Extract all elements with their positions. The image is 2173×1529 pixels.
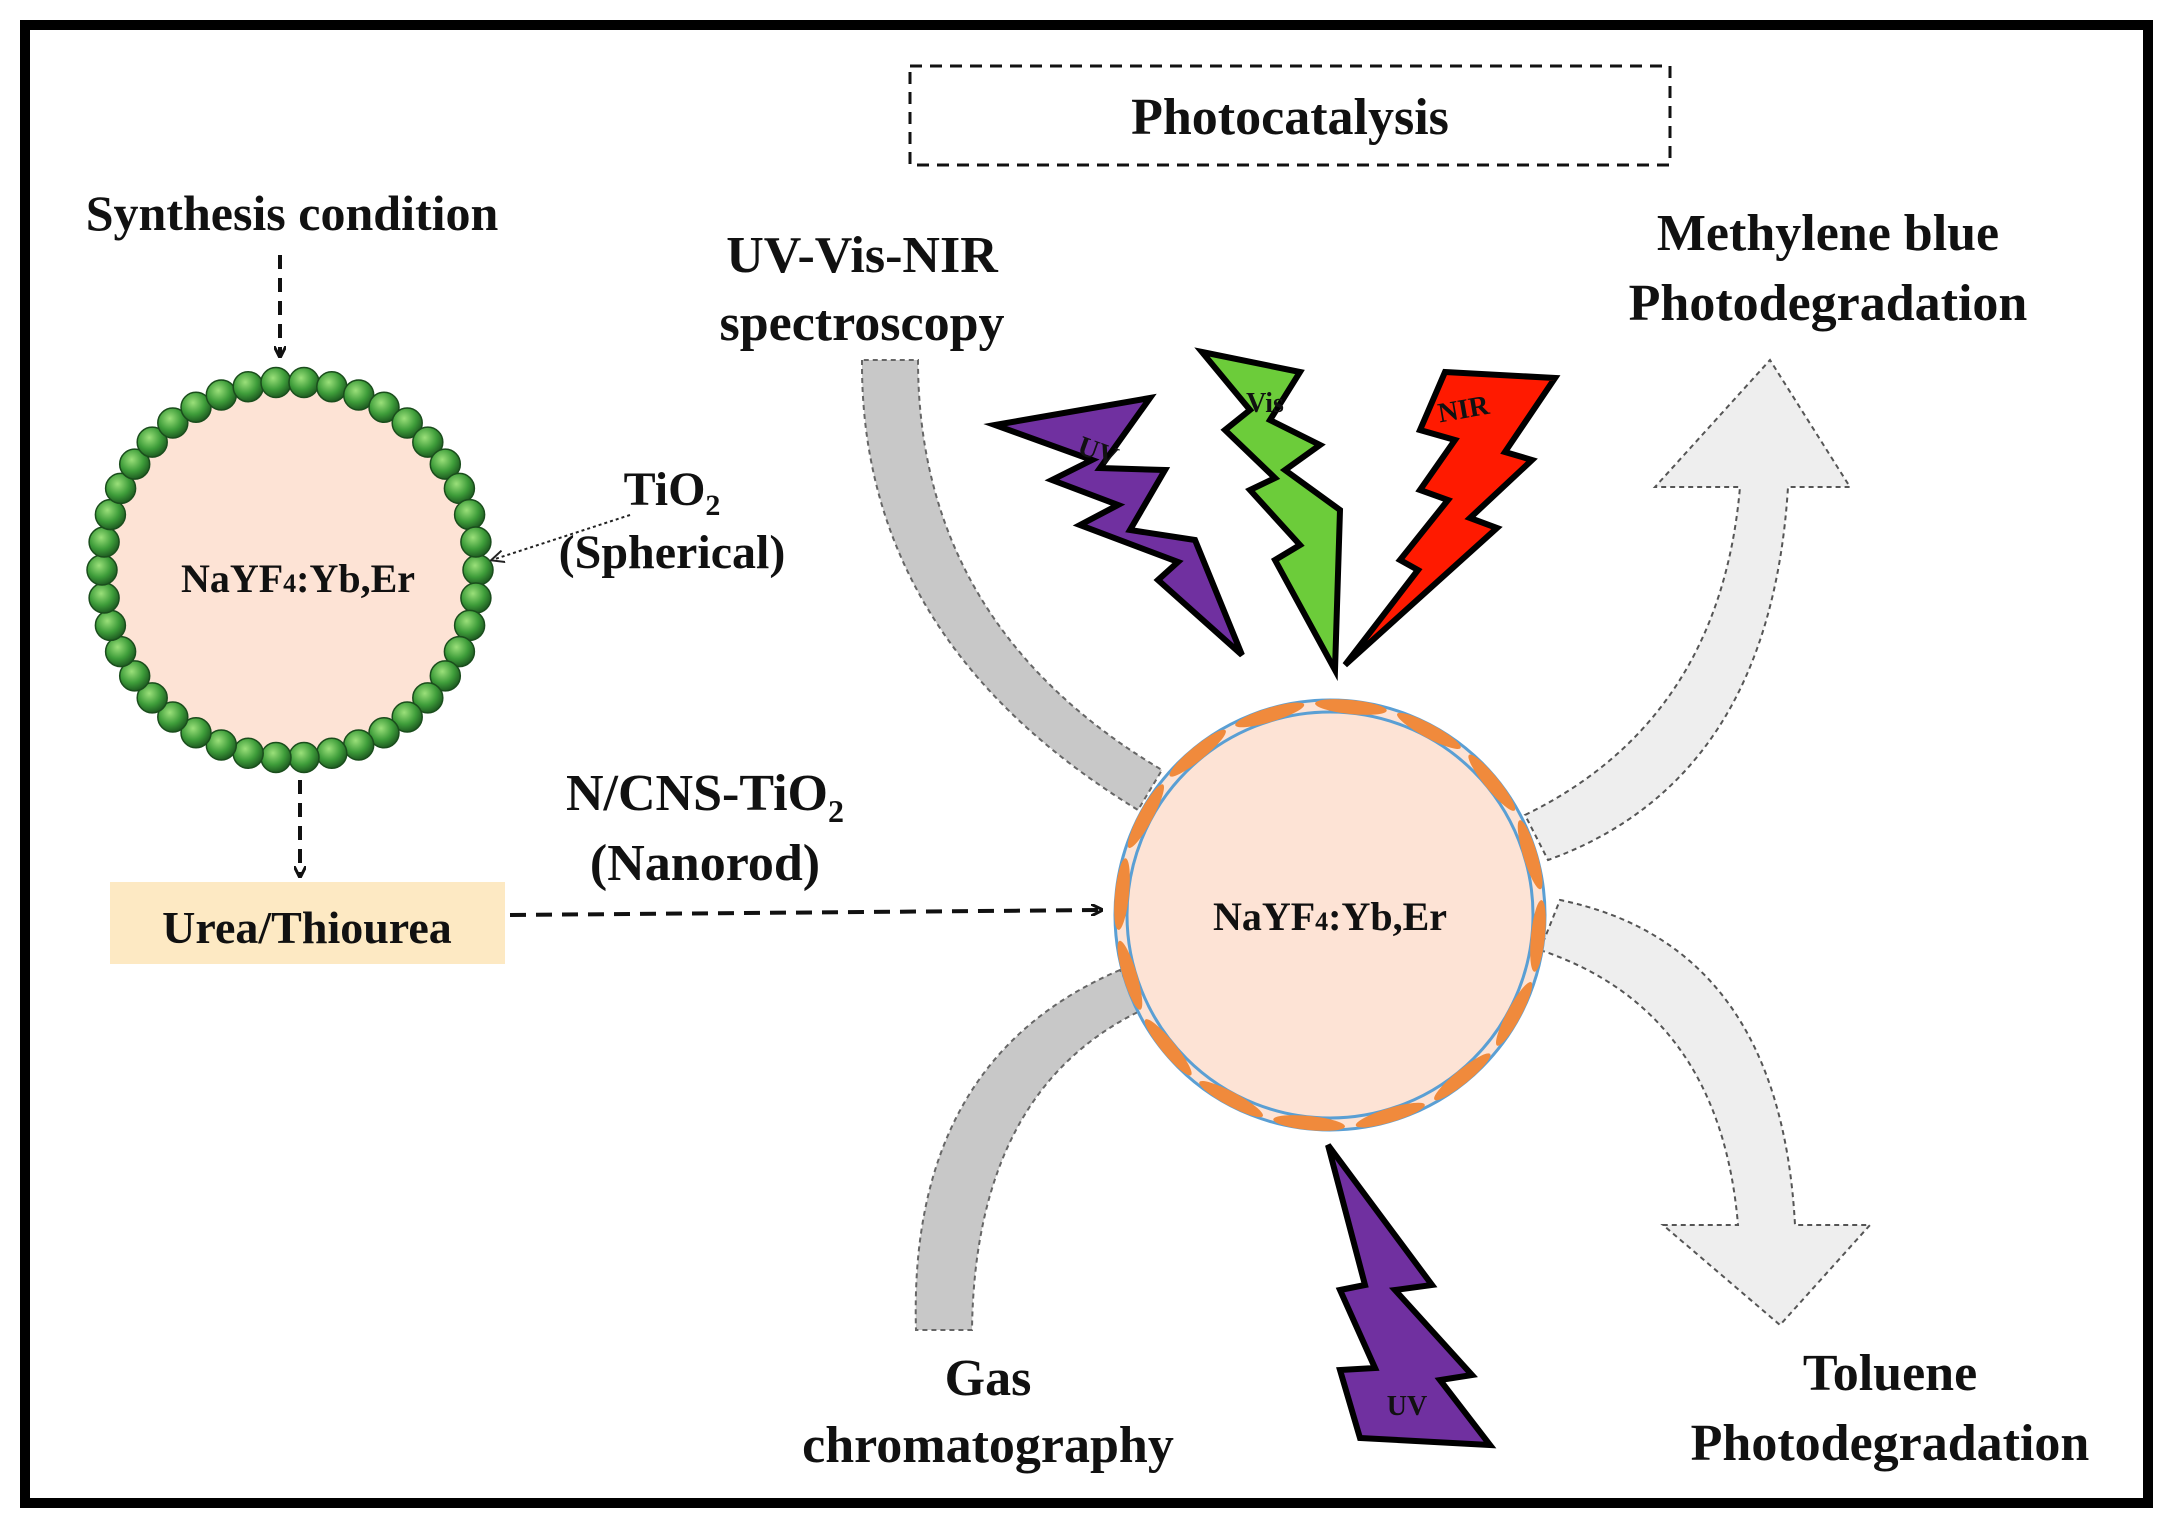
tio2-nanorod	[1169, 729, 1226, 777]
tio2-bead	[368, 717, 400, 749]
gc-label-line1: Gas	[945, 1350, 1032, 1407]
center-core-label: NaYF4:Yb,Er	[1213, 894, 1447, 939]
tio2-nanorod	[1114, 858, 1130, 930]
reagent-box: Urea/Thiourea	[110, 882, 505, 964]
spherical-label: (Spherical)	[559, 526, 786, 579]
tio2-bead	[460, 582, 492, 614]
nir-bolt: NIR	[1342, 368, 1561, 668]
tio2-bead	[412, 682, 444, 714]
tio2-bead	[443, 635, 476, 668]
tio2-spherical-shell	[86, 366, 494, 774]
left-core-label: NaYF4:Yb,Er	[181, 556, 415, 601]
tio2-bead	[104, 472, 137, 505]
vis-bolt-shape	[1194, 347, 1344, 682]
tio2-nanorod	[1434, 1053, 1491, 1101]
tio2-bead	[316, 370, 348, 403]
tio2-bead	[136, 682, 168, 714]
photocatalysis-title: Photocatalysis	[1131, 89, 1449, 146]
tio2-bead	[260, 741, 292, 774]
synthesis-condition-label: Synthesis condition	[86, 185, 499, 241]
tio2-nanorod	[1235, 702, 1305, 728]
methylene-blue-label-line1: Methylene blue	[1657, 205, 1999, 262]
tio2-bead	[288, 366, 320, 399]
methylene-blue-arrow	[1523, 358, 1852, 862]
tio2-bead	[453, 498, 486, 531]
gas-chromatography-arc	[914, 968, 1144, 1331]
tio2-bead	[88, 582, 120, 614]
tio2-bead	[368, 391, 400, 423]
vis-bolt-label: Vis	[1246, 388, 1284, 419]
tio2-bead	[429, 660, 462, 692]
nanorod-shape-label: (Nanorod)	[590, 835, 820, 892]
tio2-bead	[288, 741, 320, 774]
nanorod-shell	[1114, 699, 1546, 1131]
spectroscopy-arc	[860, 359, 1164, 812]
tio2-pointer-line	[492, 514, 631, 560]
tio2-nanorod	[1315, 699, 1387, 715]
vis-bolt: Vis	[1194, 347, 1344, 682]
tio2-bead	[88, 526, 120, 558]
uv-bolt-shape	[983, 393, 1245, 658]
core-shell-particle-spherical: NaYF4:Yb,Er	[86, 366, 494, 774]
tio2-bead	[118, 448, 151, 480]
conversion-arrow	[509, 910, 1100, 917]
photocatalysis-box	[908, 64, 1672, 167]
toluene-label-line1: Toluene	[1803, 1345, 1977, 1402]
uv-bolt-bottom-label: UV	[1387, 1391, 1427, 1422]
tio2-bead	[316, 737, 348, 770]
tio2-bead	[460, 526, 492, 558]
tio2-bead	[180, 391, 212, 423]
tio2-label: TiO2	[624, 463, 721, 522]
tio2-nanorod	[1199, 1081, 1263, 1118]
spectroscopy-label-line2: spectroscopy	[719, 295, 1004, 352]
uv-bolt-top: UV	[983, 393, 1245, 658]
gc-label-line2: chromatography	[802, 1417, 1174, 1474]
tio2-nanorod	[1517, 820, 1543, 890]
nir-bolt-shape	[1342, 368, 1561, 668]
tio2-bead	[342, 379, 375, 411]
tio2-nanorod	[1144, 1019, 1192, 1076]
tio2-nanorod	[1496, 982, 1533, 1046]
spectroscopy-label-line1: UV-Vis-NIR	[726, 227, 999, 284]
reagent-box-bg	[110, 882, 505, 964]
tio2-bead	[157, 701, 189, 733]
center-shell-outline-inner	[1125, 710, 1535, 1120]
core-shell-particle-nanorod: NaYF4:Yb,Er	[1113, 698, 1547, 1132]
tio2-bead	[429, 448, 462, 480]
tio2-bead	[94, 609, 127, 642]
tio2-bead	[462, 554, 494, 586]
tio2-nanorod	[1468, 754, 1516, 811]
uv-bolt-bottom: UV	[1325, 1143, 1497, 1449]
tio2-bead	[232, 737, 264, 770]
tio2-bead	[180, 717, 212, 749]
tio2-bead	[232, 370, 264, 403]
tio2-bead	[86, 554, 118, 586]
uv-bolt-bottom-shape	[1325, 1143, 1497, 1449]
tio2-bead	[391, 701, 423, 733]
left-core	[110, 390, 470, 750]
tio2-bead	[118, 660, 151, 692]
tio2-nanorod	[1273, 1115, 1345, 1131]
tio2-nanorod	[1530, 900, 1546, 972]
tio2-bead	[342, 729, 375, 761]
tio2-bead	[157, 407, 189, 439]
tio2-bead	[412, 426, 444, 458]
toluene-label-line2: Photodegradation	[1691, 1415, 2090, 1472]
nanorod-label: N/CNS-TiO2	[566, 765, 844, 829]
tio2-bead	[136, 426, 168, 458]
tio2-nanorod	[1397, 712, 1461, 749]
tio2-nanorod	[1127, 784, 1164, 848]
methylene-blue-label-line2: Photodegradation	[1629, 275, 2028, 332]
tio2-nanorod	[1355, 1102, 1425, 1128]
tio2-nanorod	[1117, 940, 1143, 1010]
toluene-arrow	[1538, 898, 1873, 1327]
tio2-bead	[205, 379, 238, 411]
tio2-bead	[260, 366, 292, 399]
photocatalysis-header: Photocatalysis	[908, 64, 1672, 167]
tio2-bead	[391, 407, 423, 439]
tio2-bead	[205, 729, 238, 761]
reagent-box-label: Urea/Thiourea	[162, 902, 452, 953]
